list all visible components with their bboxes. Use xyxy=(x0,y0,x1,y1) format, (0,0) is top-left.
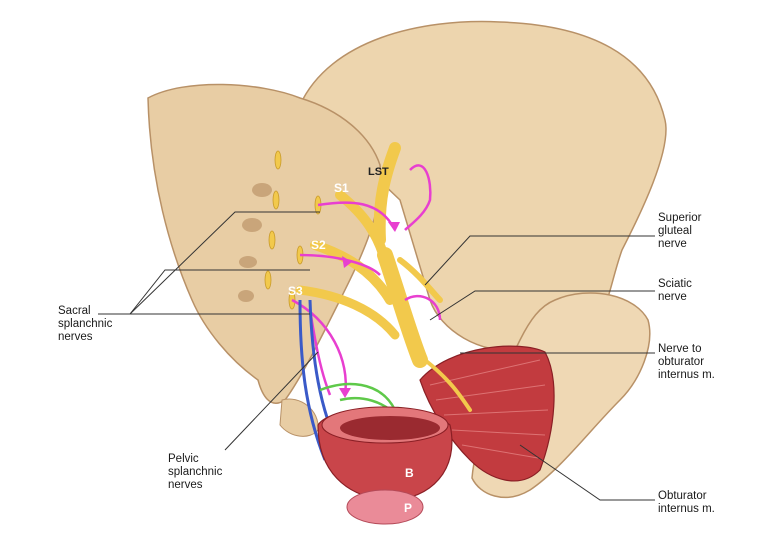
s3-tag: S3 xyxy=(288,284,303,298)
sympathetic-arrows xyxy=(339,222,400,398)
sacral-splanchnic-label: Sacral splanchnic nerves xyxy=(58,305,113,343)
lst-tag: LST xyxy=(368,166,389,178)
sacrum-bone xyxy=(147,83,382,404)
superior-gluteal-nerve-label: Superior gluteal nerve xyxy=(658,212,702,250)
s2-tag: S2 xyxy=(311,238,326,252)
sciatic-nerve-label: Sciatic nerve xyxy=(658,278,692,303)
prostate-tag: P xyxy=(404,501,413,515)
sacral-foramina xyxy=(238,183,272,302)
leader-lines xyxy=(98,211,655,501)
lumbosacral-plexus xyxy=(295,142,472,412)
obturator-internus-label: Obturator internus m. xyxy=(658,490,715,515)
s1-tag: S1 xyxy=(334,181,349,195)
prostate xyxy=(346,489,424,525)
bladder-interior xyxy=(340,416,440,440)
nerve-to-obturator-label: Nerve to obturator internus m. xyxy=(658,343,715,381)
bladder-tag: B xyxy=(405,466,414,480)
pelvic-splanchnic-label: Pelvic splanchnic nerves xyxy=(168,453,223,491)
